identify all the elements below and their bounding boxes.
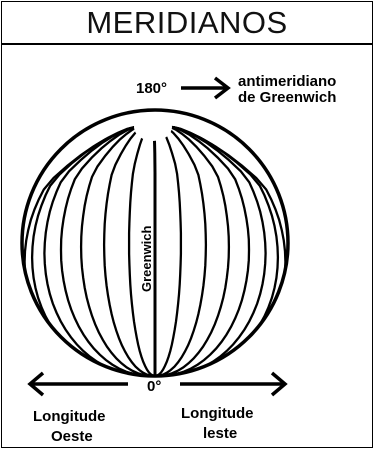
north-pole-cap <box>134 113 172 141</box>
meridian-line <box>153 127 278 377</box>
meridian-line <box>153 127 181 376</box>
west-longitude-label-line1: Longitude <box>33 408 105 425</box>
east-arrow <box>180 373 285 395</box>
antimeridian-degree-label: 180° <box>136 80 167 97</box>
meridian-line <box>153 127 206 376</box>
west-arrow <box>30 373 128 395</box>
east-longitude-label-line2: leste <box>203 425 237 442</box>
west-longitude-label-line2: Oeste <box>51 428 93 445</box>
antimeridian-label-line1: antimeridiano <box>238 73 336 90</box>
east-longitude-label-line1: Longitude <box>181 405 253 422</box>
antimeridian-label-line2: de Greenwich <box>238 89 336 106</box>
greenwich-label: Greenwich <box>139 225 154 292</box>
prime-meridian-degree-label: 0° <box>147 378 161 395</box>
antimeridian-arrow <box>181 78 228 98</box>
